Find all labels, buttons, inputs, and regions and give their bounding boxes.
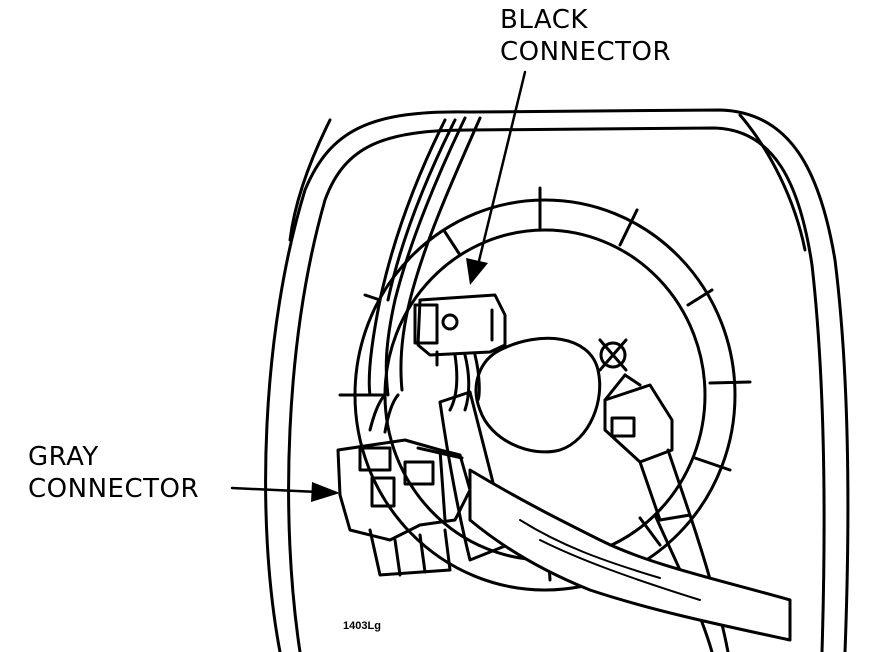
black-connector-label-line2: CONNECTOR — [500, 37, 672, 67]
harness-bundle-right — [399, 116, 482, 392]
gray-connector-shape — [336, 393, 472, 577]
center-opening — [474, 336, 602, 454]
tank-rim-right — [738, 113, 807, 252]
leader-arrows — [230, 70, 527, 502]
gray-connector-arrowhead — [311, 482, 340, 502]
gray-connector-leader — [230, 486, 320, 494]
vent-nipple — [599, 341, 627, 369]
gray-connector-label-line2: CONNECTOR — [28, 474, 200, 504]
main-harness — [468, 468, 792, 642]
black-connector-label-line1: BLACK — [500, 5, 588, 35]
gray-connector-label-line1: GRAY — [28, 442, 99, 472]
tank-rim-left — [288, 118, 332, 242]
tank-opening-inner — [287, 126, 826, 652]
black-connector-arrowhead — [466, 258, 488, 285]
black-connector-leader — [476, 70, 527, 267]
harness-bundle-left — [367, 118, 447, 397]
black-connector-label: BLACK CONNECTOR — [500, 4, 671, 68]
harness-bundle-mid — [384, 116, 467, 397]
gray-connector-label: GRAY CONNECTOR — [28, 441, 199, 505]
black-connector-shape — [413, 293, 507, 412]
figure-id: 1403Lg — [343, 620, 381, 632]
tank-opening-outer — [264, 108, 850, 652]
